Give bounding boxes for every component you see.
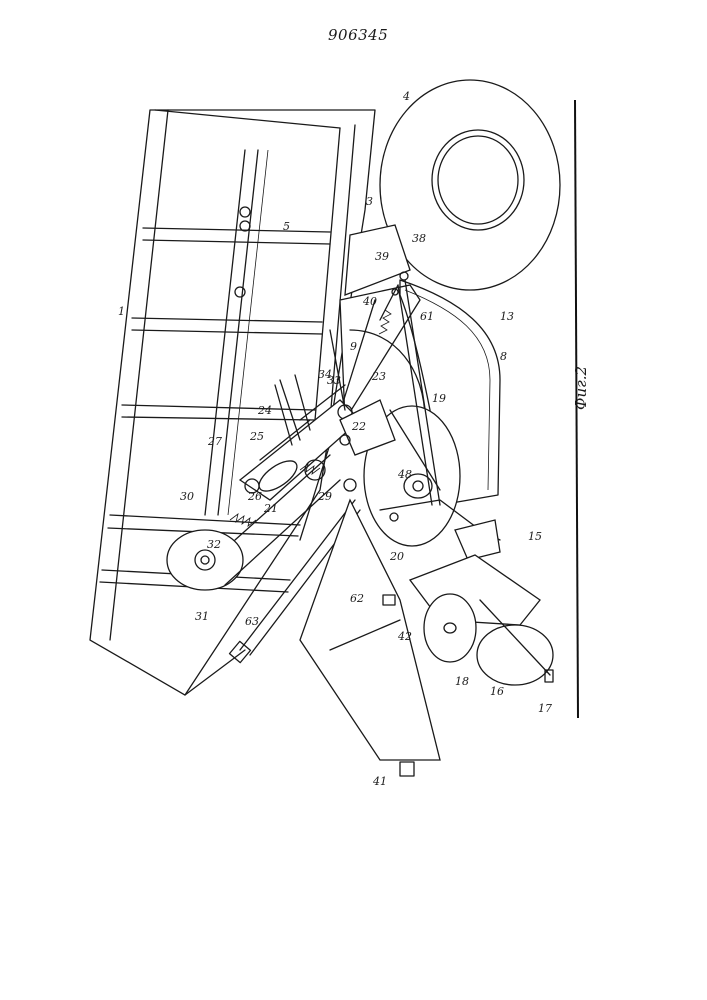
wheel — [380, 80, 560, 290]
label-31: 31 — [195, 610, 209, 623]
label-4: 4 — [402, 90, 410, 103]
label-3: 3 — [366, 195, 373, 208]
label-20: 20 — [389, 550, 404, 563]
label-63: 63 — [245, 615, 259, 628]
label-24: 24 — [257, 404, 272, 417]
label-9: 9 — [350, 340, 357, 353]
label-1: 1 — [118, 305, 125, 318]
label-26: 26 — [247, 490, 262, 503]
label-41: 41 — [372, 775, 387, 788]
label-27: 27 — [207, 435, 222, 448]
label-25: 25 — [249, 430, 264, 443]
label-42: 42 — [397, 630, 412, 643]
label-32: 32 — [207, 538, 221, 551]
label-19: 19 — [432, 392, 446, 405]
label-18: 18 — [455, 675, 469, 688]
label-22: 22 — [351, 420, 366, 433]
label-40: 40 — [362, 295, 377, 308]
label-39: 39 — [375, 250, 389, 263]
label-21: 21 — [263, 502, 278, 515]
label-62: 62 — [350, 592, 364, 605]
label-23: 23 — [371, 370, 386, 383]
label-13: 13 — [500, 310, 514, 323]
label-48: 48 — [397, 468, 412, 481]
label-30: 30 — [180, 490, 194, 503]
label-5: 5 — [283, 220, 290, 233]
plow-assembly — [410, 555, 553, 685]
label-34: 34 — [318, 368, 332, 381]
label-29: 29 — [317, 490, 332, 503]
label-15: 15 — [528, 530, 542, 543]
label-38: 38 — [412, 232, 426, 245]
label-16: 16 — [490, 685, 504, 698]
label-8: 8 — [500, 350, 507, 363]
label-17: 17 — [538, 702, 552, 715]
figure-caption: Фиг.2 — [572, 366, 590, 410]
label-61: 61 — [420, 310, 434, 323]
